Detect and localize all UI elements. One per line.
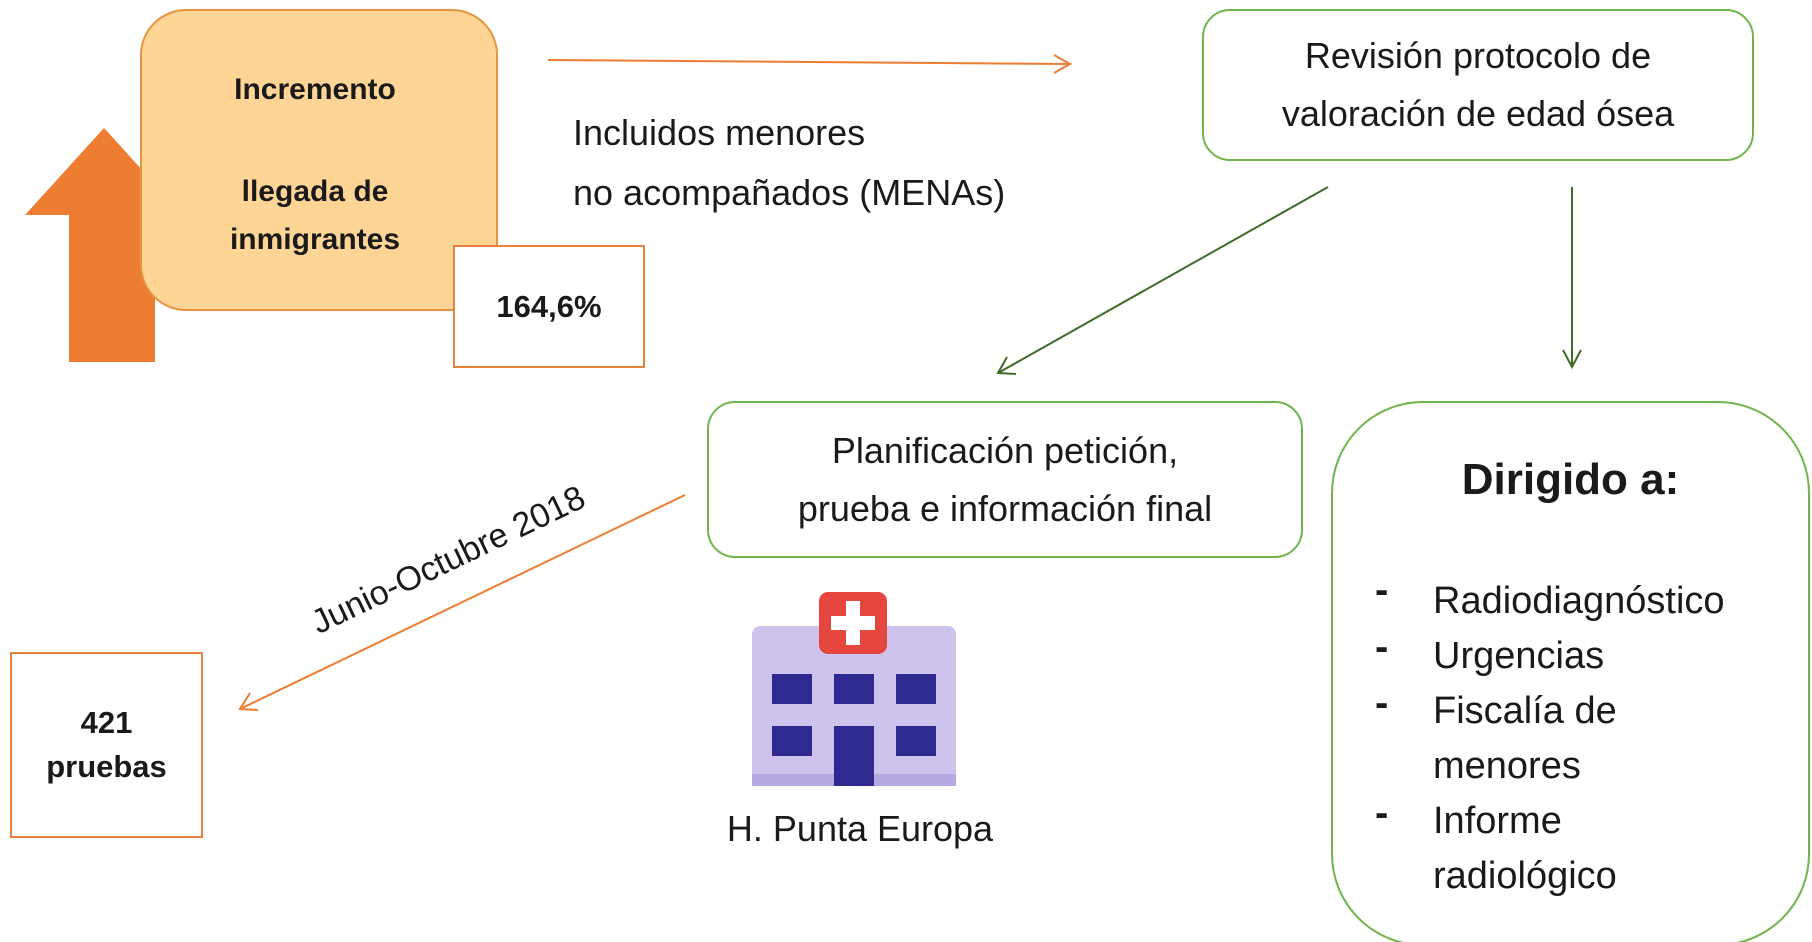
hospital-icon [752,592,956,786]
incremento-box [140,9,498,311]
pruebas-label: pruebas [46,749,167,784]
pruebas-count: 421 [80,705,133,740]
revision-line2: valoración de edad ósea [1281,93,1675,134]
dirigido-box: Dirigido a: - Radiodiagnóstico - Urgenci… [1331,401,1810,942]
incremento-title: Incremento [234,73,396,106]
note-line1: Incluidos menores [573,112,866,153]
list-item-fiscalia: Fiscalía de [1433,690,1617,732]
arrow-to-revision [547,54,1073,74]
pruebas-box: 421 pruebas [10,652,203,838]
arrow-to-pruebas [238,494,686,711]
revision-line1: Revisión protocolo de [1304,35,1652,76]
list-item-informe-cont: radiológico [1433,855,1617,897]
revision-box: Revisión protocolo de valoración de edad… [1202,9,1754,161]
percent-box: 164,6% [453,245,645,368]
list-item-urgencias: Urgencias [1433,635,1605,677]
list-item-informe: Informe [1433,800,1562,842]
list-item-fiscalia-cont: menores [1433,745,1581,787]
list-item-radiodiagnostico: Radiodiagnóstico [1433,580,1725,622]
note-line2: no acompañados (MENAs) [573,172,1006,213]
dirigido-title: Dirigido a: [1461,455,1680,504]
planificacion-line1: Planificación petición, [831,429,1179,471]
list-dash: - [1375,681,1389,725]
incremento-line3: inmigrantes [229,223,401,256]
planificacion-line2: prueba e información final [797,487,1213,529]
list-dash: - [1375,625,1389,669]
arrow-to-dirigido [1562,187,1582,370]
planificacion-box: Planificación petición, prueba e informa… [707,401,1303,558]
hospital-label: H. Punta Europa [726,808,994,849]
arrow-to-planificacion [996,186,1329,375]
percent-value: 164,6% [496,288,602,324]
list-dash: - [1375,791,1389,835]
incremento-line2: llegada de [241,175,389,208]
list-dash: - [1375,568,1389,612]
